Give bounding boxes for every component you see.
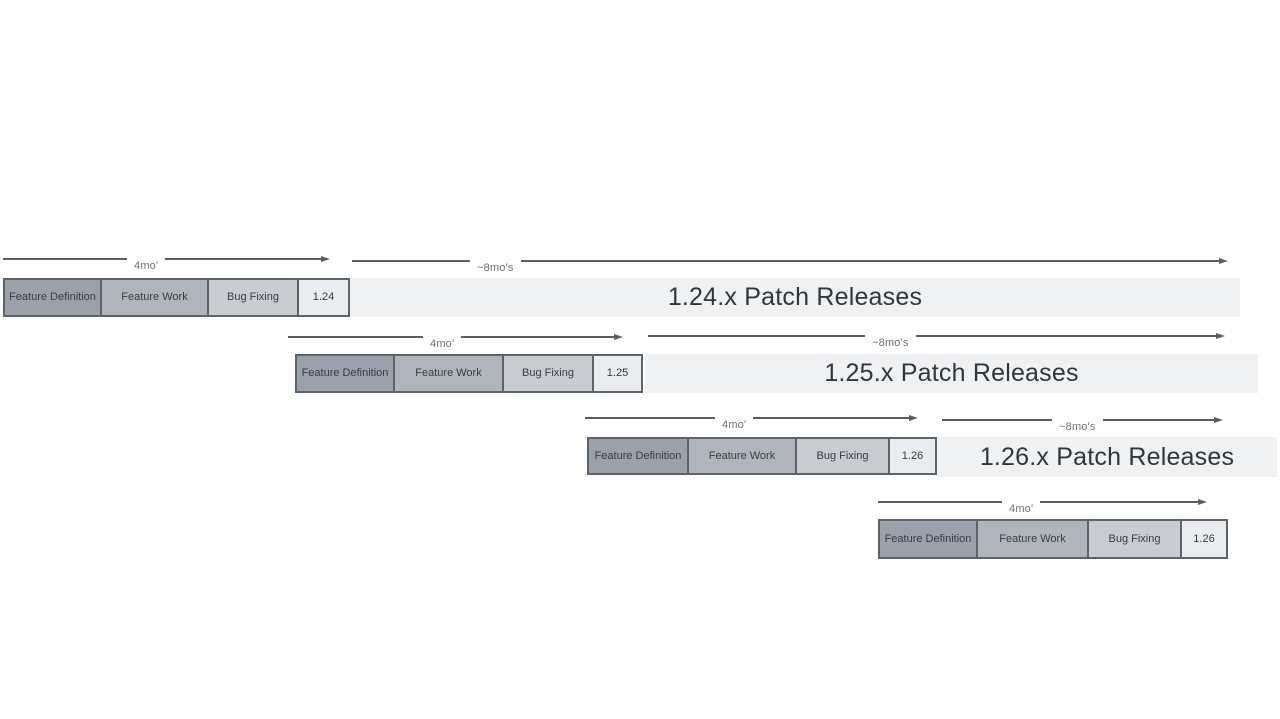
arrow-line [878,501,1002,503]
phase-box-feature-work: Feature Work [395,356,504,391]
arrowhead-icon [1219,258,1228,264]
arrow-line [915,335,1216,337]
arrow-line [648,335,865,337]
arrowhead-icon [1214,417,1223,423]
patch-duration-label: ~8mo's [872,337,909,349]
arrowhead-icon [321,256,330,262]
dev-duration-arrow: 4mo' [585,410,918,431]
patch-releases-bar: 1.24.x Patch Releases [350,278,1240,317]
arrowhead-icon [909,415,918,421]
release-phase-track: Feature Definition Feature Work Bug Fixi… [878,519,1228,559]
patch-releases-bar: 1.26.x Patch Releases [937,437,1277,477]
patch-duration-label: ~8mo's [477,262,514,274]
arrow-line [585,417,715,419]
dev-duration-arrow: 4mo' [878,494,1207,515]
dev-duration-label: 4mo' [722,419,747,431]
release-phase-track: Feature Definition Feature Work Bug Fixi… [3,278,350,317]
arrow-line [753,417,909,419]
phase-box-feature-definition: Feature Definition [589,439,689,473]
phase-box-bug-fixing: Bug Fixing [797,439,890,473]
release-phase-track: Feature Definition Feature Work Bug Fixi… [587,437,937,475]
phase-box-bug-fixing: Bug Fixing [1089,521,1182,557]
arrowhead-icon [1216,333,1225,339]
patch-duration-label: ~8mo's [1059,421,1096,433]
patch-duration-arrow: ~8mo's [352,253,1228,274]
version-box: 1.25 [594,356,641,391]
arrow-line [461,336,614,338]
dev-duration-arrow: 4mo' [3,251,330,272]
arrowhead-icon [614,334,623,340]
phase-box-feature-definition: Feature Definition [5,280,102,315]
arrow-line [942,419,1052,421]
dev-duration-label: 4mo' [430,338,455,350]
version-box: 1.26 [1182,521,1226,557]
arrow-line [520,260,1219,262]
version-box: 1.24 [299,280,348,315]
patch-duration-arrow: ~8mo's [942,412,1223,433]
arrow-line [1040,501,1198,503]
arrowhead-icon [1198,499,1207,505]
arrow-line [1102,419,1214,421]
dev-duration-arrow: 4mo' [288,329,623,350]
arrow-line [352,260,470,262]
phase-box-feature-definition: Feature Definition [880,521,978,557]
phase-box-feature-work: Feature Work [102,280,209,315]
arrow-line [3,258,127,260]
phase-box-feature-work: Feature Work [978,521,1089,557]
phase-box-bug-fixing: Bug Fixing [504,356,594,391]
version-box: 1.26 [890,439,935,473]
release-phase-track: Feature Definition Feature Work Bug Fixi… [295,354,643,393]
arrow-line [288,336,423,338]
phase-box-feature-work: Feature Work [689,439,797,473]
patch-duration-arrow: ~8mo's [648,328,1225,349]
dev-duration-label: 4mo' [134,260,159,272]
patch-releases-bar: 1.25.x Patch Releases [645,354,1258,393]
phase-box-feature-definition: Feature Definition [297,356,395,391]
phase-box-bug-fixing: Bug Fixing [209,280,299,315]
dev-duration-label: 4mo' [1009,503,1034,515]
arrow-line [165,258,321,260]
